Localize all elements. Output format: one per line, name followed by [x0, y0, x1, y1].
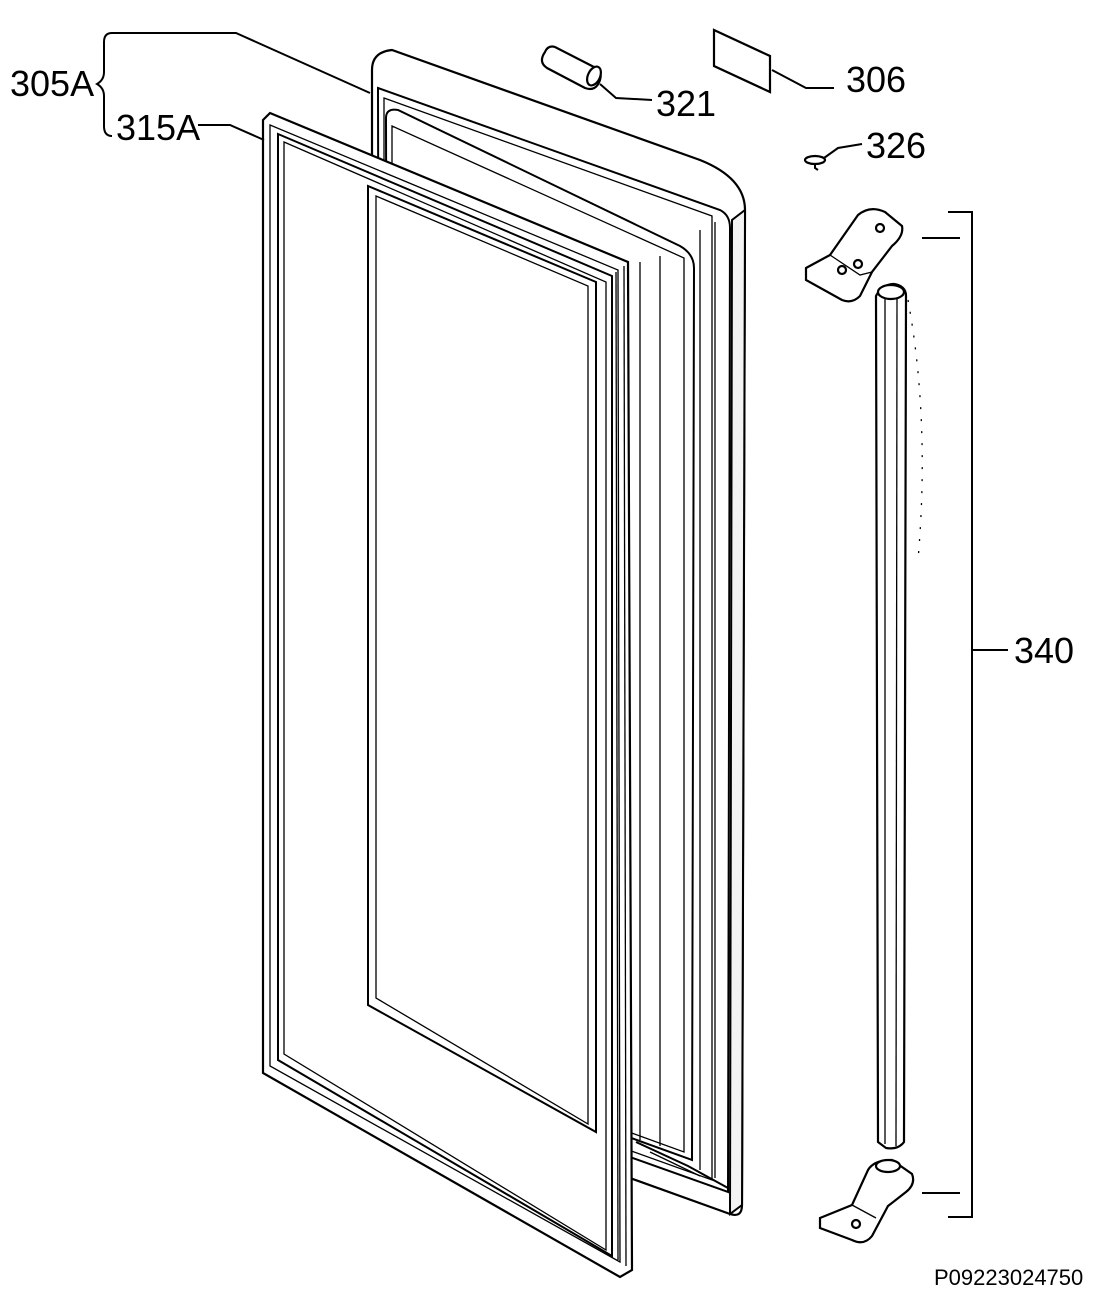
hinge-rod-assembly [804, 208, 923, 1244]
cylinder-plug-part [540, 45, 602, 91]
callout-340: 340 [1014, 630, 1074, 671]
door-gasket [261, 111, 634, 1279]
diagram-reference-code: P09223024750 [934, 1265, 1083, 1290]
callout-306: 306 [846, 59, 906, 100]
bracket-340 [922, 211, 1008, 1218]
label-plate-part [712, 28, 772, 94]
screw-part [803, 154, 827, 171]
leader-306 [771, 69, 834, 89]
bracket-305a [94, 32, 371, 141]
leader-326 [823, 143, 863, 159]
callout-326: 326 [866, 125, 926, 166]
callout-315a: 315A [116, 107, 200, 148]
leader-321 [599, 83, 653, 101]
callout-305a: 305A [10, 63, 94, 104]
callout-321: 321 [656, 83, 716, 124]
